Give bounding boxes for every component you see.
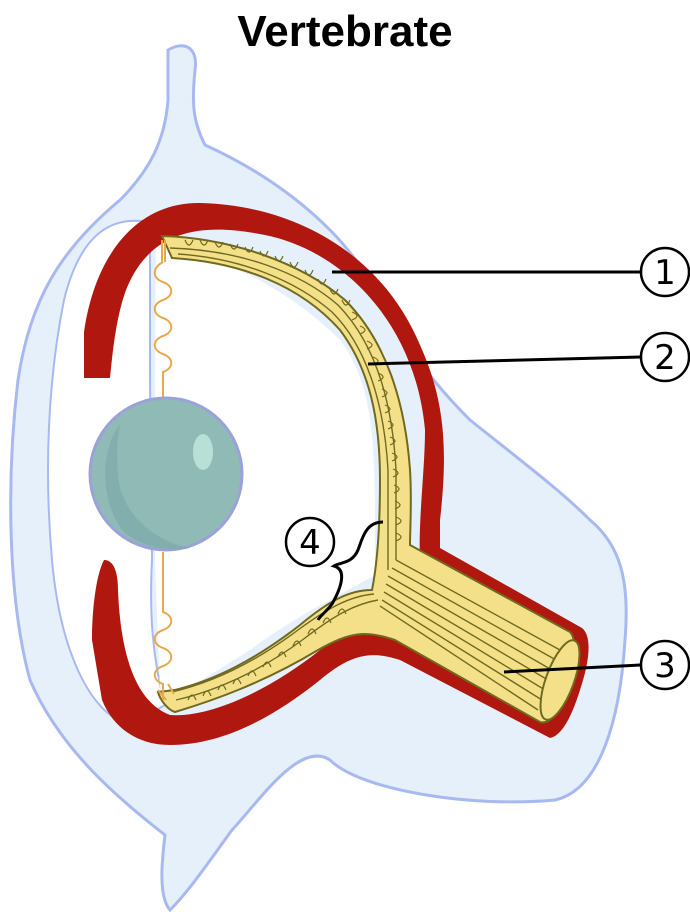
- lens-highlight: [193, 434, 213, 470]
- marker-1-label: 1: [654, 253, 676, 293]
- marker-1: 1: [641, 248, 689, 296]
- marker-4: 4: [286, 518, 334, 566]
- marker-3: 3: [641, 641, 689, 689]
- marker-2: 2: [641, 333, 689, 381]
- marker-4-label: 4: [299, 523, 321, 563]
- marker-3-label: 3: [654, 646, 676, 686]
- marker-2-label: 2: [654, 338, 676, 378]
